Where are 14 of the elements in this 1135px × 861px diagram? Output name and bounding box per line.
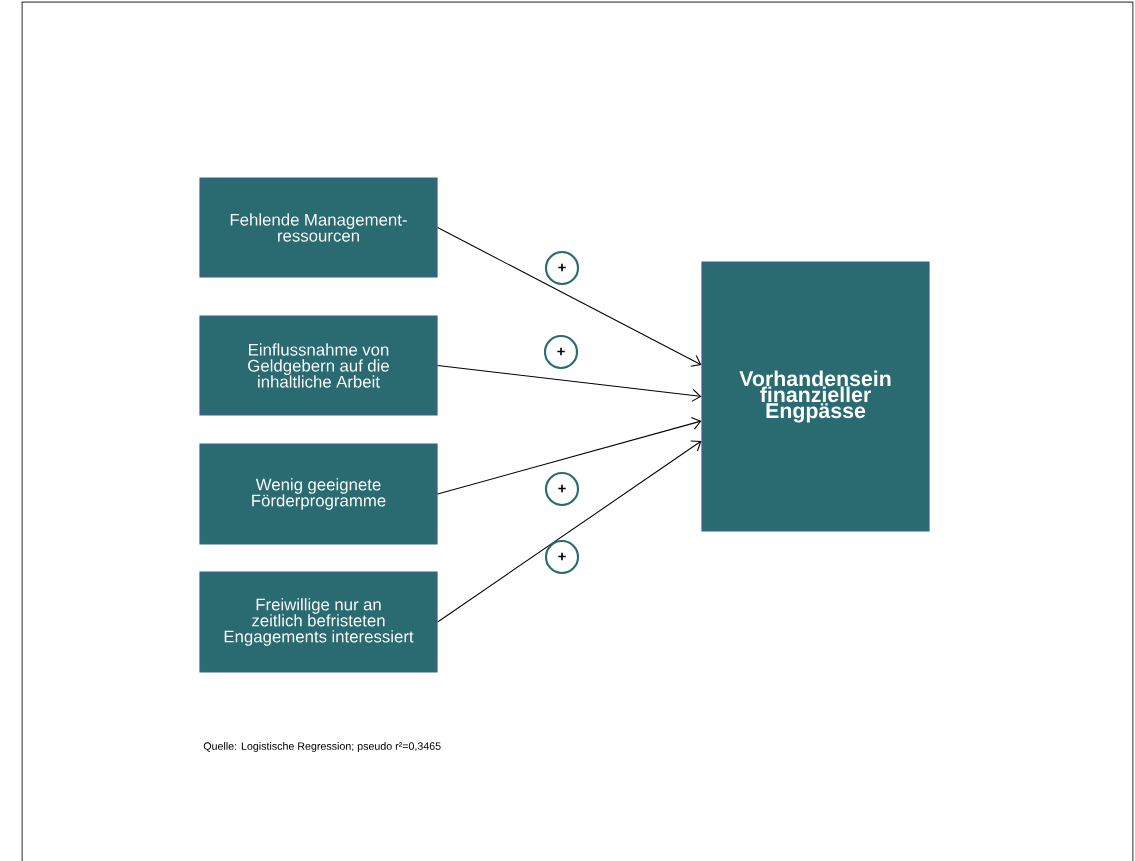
- edge-label: +: [544, 250, 580, 286]
- edge-label: +: [544, 539, 580, 575]
- arrow: [437, 364, 702, 402]
- factor-box: Fehlende Management- ressourcen: [199, 177, 438, 278]
- edge-label: +: [543, 334, 579, 370]
- factor-box: Wenig geeignete Förderprogramme: [199, 443, 438, 545]
- source-note: Quelle: Logistische Regression; pseudo r²=0,3465: [203, 742, 441, 752]
- arrow: [437, 226, 702, 367]
- factor-box: Freiwillige nur an zeitlich befristeten Engagements interessiert: [199, 571, 438, 673]
- factor-box: Einflussnahme von Geldgebern auf die inhaltliche Arbeit: [199, 315, 438, 416]
- arrow: [437, 417, 702, 495]
- arrow: [437, 440, 702, 623]
- edge-label: +: [544, 471, 580, 507]
- result-box: Vorhandensein finanzieller Engpässe: [701, 261, 930, 532]
